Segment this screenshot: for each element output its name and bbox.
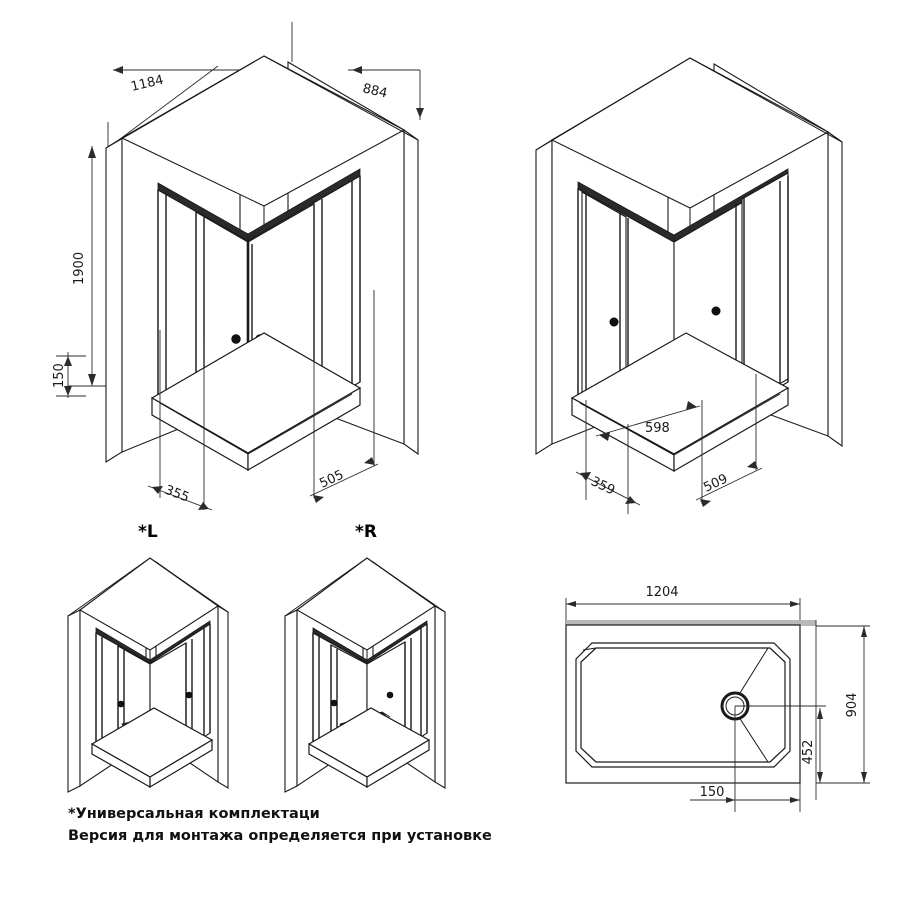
variant-right-handle-a xyxy=(330,699,338,707)
tray-top-band xyxy=(566,620,816,626)
dimension-884: 884 xyxy=(348,66,424,120)
variant-left-label: *L xyxy=(138,522,158,542)
variant-left-handle-b xyxy=(185,691,193,699)
dimension-452: 452 xyxy=(735,705,826,783)
variant-left-handle-a xyxy=(117,700,125,708)
variant-right-handle-b xyxy=(386,691,394,699)
dim-label-452: 452 xyxy=(801,740,816,765)
door-handle-left xyxy=(231,334,241,344)
dimension-598: 598 xyxy=(595,401,701,441)
notes-block: *Универсальная комплектаци Версия для мо… xyxy=(68,806,492,844)
note-line-2: Версия для монтажа определяется при уста… xyxy=(68,828,492,844)
dimension-1204: 1204 xyxy=(565,585,801,632)
dim-label-355: 355 xyxy=(163,483,192,506)
tray-basin-inner xyxy=(580,647,786,763)
dim-label-1900: 1900 xyxy=(72,252,87,285)
shower-tray-iso-open xyxy=(570,332,790,473)
dimension-150-plan: 150 xyxy=(690,706,801,812)
dimension-904: 904 xyxy=(816,625,870,784)
door-handle-open-left xyxy=(609,317,619,327)
dim-label-884: 884 xyxy=(361,81,389,101)
dim-label-505: 505 xyxy=(317,468,346,492)
dim-label-150-plan: 150 xyxy=(700,785,725,800)
dim-label-509: 509 xyxy=(701,472,730,496)
view-main-open: 598 359 509 xyxy=(535,57,843,514)
dimension-150: 150 xyxy=(52,352,86,398)
dimension-1900: 1900 xyxy=(68,146,150,387)
variant-right-label: *R xyxy=(355,522,377,542)
note-line-1: *Универсальная комплектаци xyxy=(68,806,320,822)
view-variant-right: *R xyxy=(284,522,446,793)
dim-label-359: 359 xyxy=(588,474,617,498)
dim-label-598: 598 xyxy=(645,421,670,436)
dim-label-1184: 1184 xyxy=(130,73,166,95)
dim-label-150: 150 xyxy=(52,363,67,388)
view-variant-left: *L xyxy=(67,522,229,793)
view-plan: 1204 904 xyxy=(565,585,870,812)
dim-label-1204: 1204 xyxy=(645,585,678,600)
view-main-closed: 1184 884 1900 150 xyxy=(52,22,424,511)
door-handle-open-right xyxy=(711,306,721,316)
dim-label-904: 904 xyxy=(845,693,860,718)
